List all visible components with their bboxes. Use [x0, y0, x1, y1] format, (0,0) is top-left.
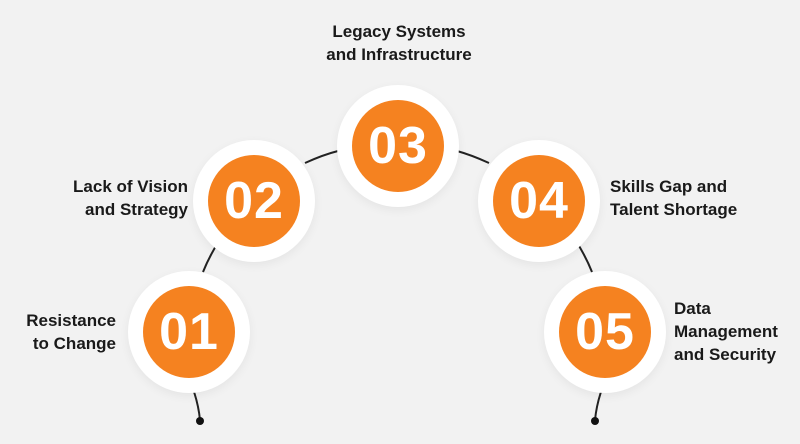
step-01-circle: 01: [128, 271, 250, 393]
step-05-number: 05: [559, 286, 651, 378]
arc-end-dot-left: [196, 417, 204, 425]
step-03-label: Legacy Systems and Infrastructure: [326, 22, 472, 64]
arc-segment-03-04: [456, 150, 490, 164]
step-01-label: Resistance to Change: [26, 311, 116, 353]
step-04-circle: 04: [478, 140, 600, 262]
arc-end-dot-right: [591, 417, 599, 425]
step-02-number: 02: [208, 155, 300, 247]
step-01-number: 01: [143, 286, 235, 378]
step-02-label: Lack of Vision and Strategy: [73, 177, 188, 219]
step-03-number: 03: [352, 100, 444, 192]
step-05-label: Data Management and Security: [674, 299, 778, 364]
step-04-number: 04: [493, 155, 585, 247]
arc-segment-02-03: [304, 150, 339, 164]
step-03-circle: 03: [337, 85, 459, 207]
step-04-label: Skills Gap and Talent Shortage: [610, 177, 738, 219]
step-05-circle: 05: [544, 271, 666, 393]
step-02-circle: 02: [193, 140, 315, 262]
